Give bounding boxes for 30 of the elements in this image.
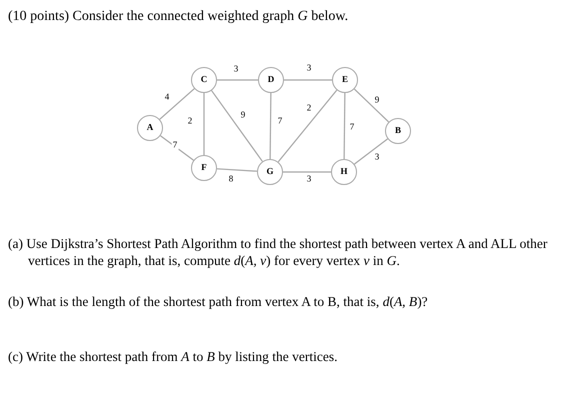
title: (10 points) Consider the connected weighted graph G below. (8, 8, 348, 26)
edge-weight: 9 (374, 96, 380, 104)
graph-edge (278, 90, 338, 162)
graph-edge (203, 93, 205, 155)
graph-edge (159, 88, 195, 120)
edge-weight: 2 (306, 104, 312, 112)
edge-weight: 3 (232, 64, 240, 74)
graph-edge (283, 171, 331, 173)
question-text: (a) Use Dijkstra’s Shortest Path Algorithm to find the shortest path between vertex A and ALL other vertices in the graph, that is, compute d(A, v) for every vertex v in G. (8, 235, 548, 269)
edge-weight: 3 (306, 174, 312, 184)
graph-edge (216, 168, 258, 172)
graph-edge (217, 79, 258, 81)
edge-weight: 7 (348, 122, 356, 132)
edge-weight: 2 (186, 116, 194, 126)
graph-edge (354, 88, 390, 122)
edge-weight: 4 (164, 92, 170, 102)
graph-edge (344, 93, 346, 159)
edge-weight: 7 (172, 140, 178, 150)
graph-edge (354, 138, 388, 165)
question-text: (c) Write the shortest path from A to B by listing the vertices. (8, 348, 339, 365)
graph-edge (160, 135, 194, 161)
question-text: (b) What is the length of the shortest path from vertex A to B, that is, d(A, B)? (8, 293, 429, 310)
edge-weight: 9 (240, 110, 246, 120)
graph-edge (211, 90, 263, 162)
edge-weight: 7 (276, 116, 284, 126)
graph-edge (270, 93, 272, 159)
edge-weight: 3 (374, 152, 380, 162)
edge-weight: 8 (228, 174, 234, 184)
graph-edge (284, 79, 332, 81)
edge-weight: 3 (306, 64, 312, 72)
